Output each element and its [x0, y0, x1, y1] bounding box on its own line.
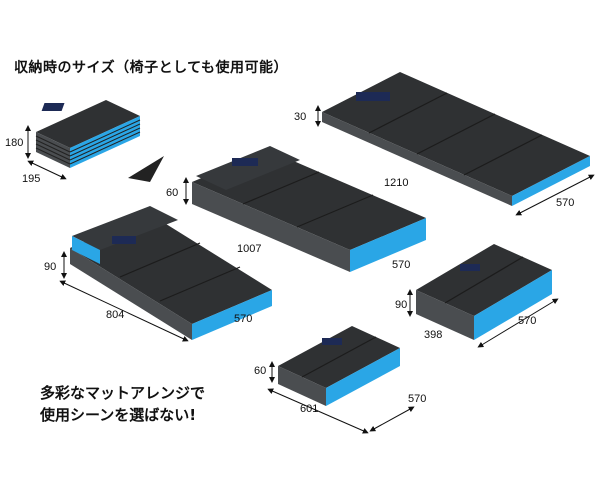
dimension-1007-length: 1007 — [237, 243, 261, 255]
svg-text:195: 195 — [22, 173, 40, 185]
dimension-1210-height: 30 — [294, 105, 321, 127]
svg-text:30: 30 — [294, 111, 306, 123]
caption: 多彩なマットアレンジで 使用シーンを選ばない! — [40, 382, 205, 426]
svg-text:804: 804 — [106, 309, 124, 321]
page-title: 収納時のサイズ（椅子としても使用可能） — [14, 60, 288, 76]
dimension-1007-width: 570 — [392, 259, 410, 271]
dimension-601-length: 601 — [267, 388, 369, 434]
svg-text:1210: 1210 — [384, 177, 408, 189]
svg-text:60: 60 — [166, 187, 178, 199]
dimension-804-width: 570 — [234, 313, 252, 325]
svg-text:570: 570 — [518, 315, 536, 327]
dimension-804-height: 90 — [44, 251, 67, 279]
dimension-398-height: 90 — [395, 289, 413, 317]
svg-text:570: 570 — [234, 313, 252, 325]
dimension-398-width: 570 — [477, 298, 559, 348]
dimension-stored-width: 195 — [22, 160, 67, 185]
svg-text:180: 180 — [5, 137, 23, 149]
svg-text:1007: 1007 — [237, 243, 261, 255]
expand-arrow-icon — [128, 156, 164, 182]
svg-text:570: 570 — [392, 259, 410, 271]
stored-mat-stack — [35, 100, 141, 168]
dimension-1210-length: 1210 — [384, 177, 408, 189]
mat-1210-illustration — [322, 72, 590, 206]
svg-text:90: 90 — [395, 299, 407, 311]
caption-line-2: 使用シーンを選ばない! — [40, 406, 197, 424]
dimension-804-length: 804 — [59, 280, 189, 342]
dimension-1210-width: 570 — [515, 174, 595, 216]
svg-text:570: 570 — [556, 197, 574, 209]
dimension-stored-height: 180 — [5, 125, 31, 159]
svg-text:601: 601 — [300, 403, 318, 415]
dimension-398-length: 398 — [424, 329, 442, 341]
dimension-601-height: 60 — [254, 361, 275, 383]
dimension-601-width: 570 — [369, 393, 426, 432]
svg-text:90: 90 — [44, 261, 56, 273]
mat-1007-illustration — [192, 146, 426, 272]
caption-line-1: 多彩なマットアレンジで — [40, 384, 206, 402]
dimension-1007-height: 60 — [166, 177, 189, 205]
svg-text:60: 60 — [254, 365, 266, 377]
svg-text:398: 398 — [424, 329, 442, 341]
mat-601-illustration — [278, 326, 400, 406]
svg-text:570: 570 — [408, 393, 426, 405]
